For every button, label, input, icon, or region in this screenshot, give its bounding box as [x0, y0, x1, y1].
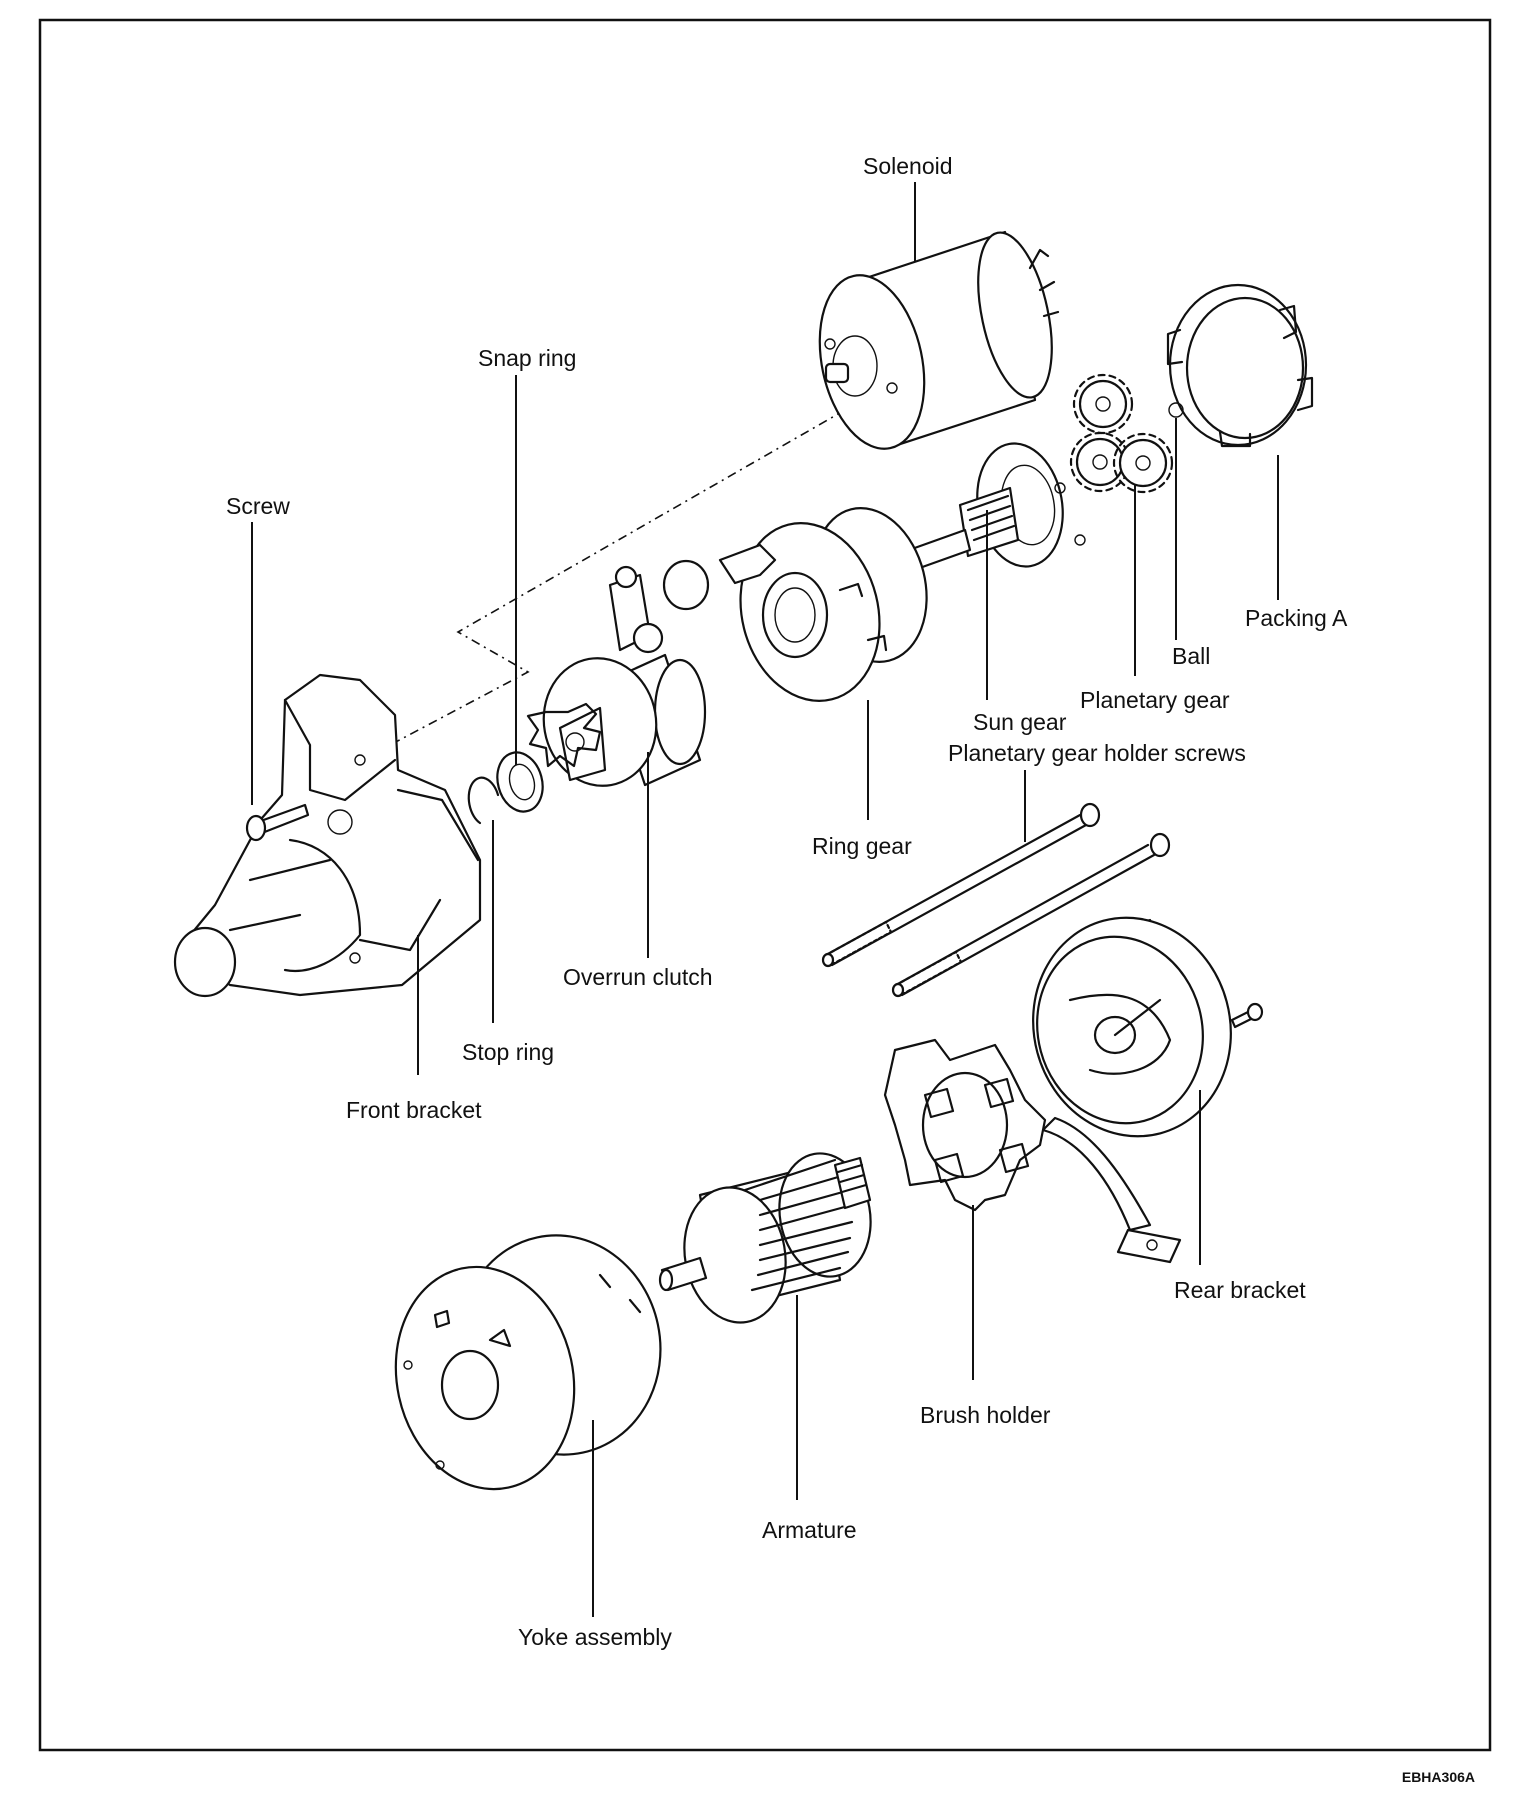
armature-part: [658, 1152, 872, 1324]
yoke-assembly-part: [394, 1234, 662, 1491]
label-snap-ring: Snap ring: [478, 345, 576, 371]
figure-code: EBHA306A: [1402, 1769, 1475, 1785]
rear-screw-part: [1230, 1002, 1264, 1029]
ball-part: [1168, 402, 1184, 418]
packing-a-part: [1166, 283, 1314, 448]
assembly-axis-line: [304, 409, 846, 791]
front-bracket-part: [173, 673, 482, 998]
label-packing-a: Packing A: [1245, 605, 1348, 631]
label-ball: Ball: [1172, 643, 1210, 669]
label-solenoid: Solenoid: [863, 153, 953, 179]
ring-gear-part: [739, 507, 928, 702]
stop-ring-part: [467, 776, 500, 825]
overrun-clutch-part: [526, 653, 707, 787]
label-brush-holder: Brush holder: [920, 1402, 1051, 1428]
front-screw-part: [245, 803, 310, 842]
label-screw: Screw: [226, 493, 290, 519]
solenoid-part: [818, 230, 1060, 450]
label-rear-bracket: Rear bracket: [1174, 1277, 1306, 1303]
shift-lever-part: [608, 543, 777, 654]
label-planetary-gear-holder-screws: Planetary gear holder screws: [948, 740, 1246, 766]
through-bolts-part: [821, 802, 1171, 998]
brush-holder-part: [883, 1038, 1047, 1212]
label-ring-gear: Ring gear: [812, 833, 912, 859]
label-front-bracket: Front bracket: [346, 1097, 482, 1123]
label-yoke-assembly: Yoke assembly: [518, 1624, 672, 1650]
label-armature: Armature: [762, 1517, 857, 1543]
rear-bracket-part: [1032, 916, 1232, 1264]
figure-frame: [38, 18, 1492, 1752]
leader-lines: [251, 182, 1279, 1617]
snap-ring-part: [496, 751, 544, 813]
label-planetary-gear: Planetary gear: [1080, 687, 1230, 713]
label-stop-ring: Stop ring: [462, 1039, 554, 1065]
label-overrun-clutch: Overrun clutch: [563, 964, 713, 990]
planetary-gears-part: [1069, 373, 1174, 494]
label-sun-gear: Sun gear: [973, 709, 1067, 735]
